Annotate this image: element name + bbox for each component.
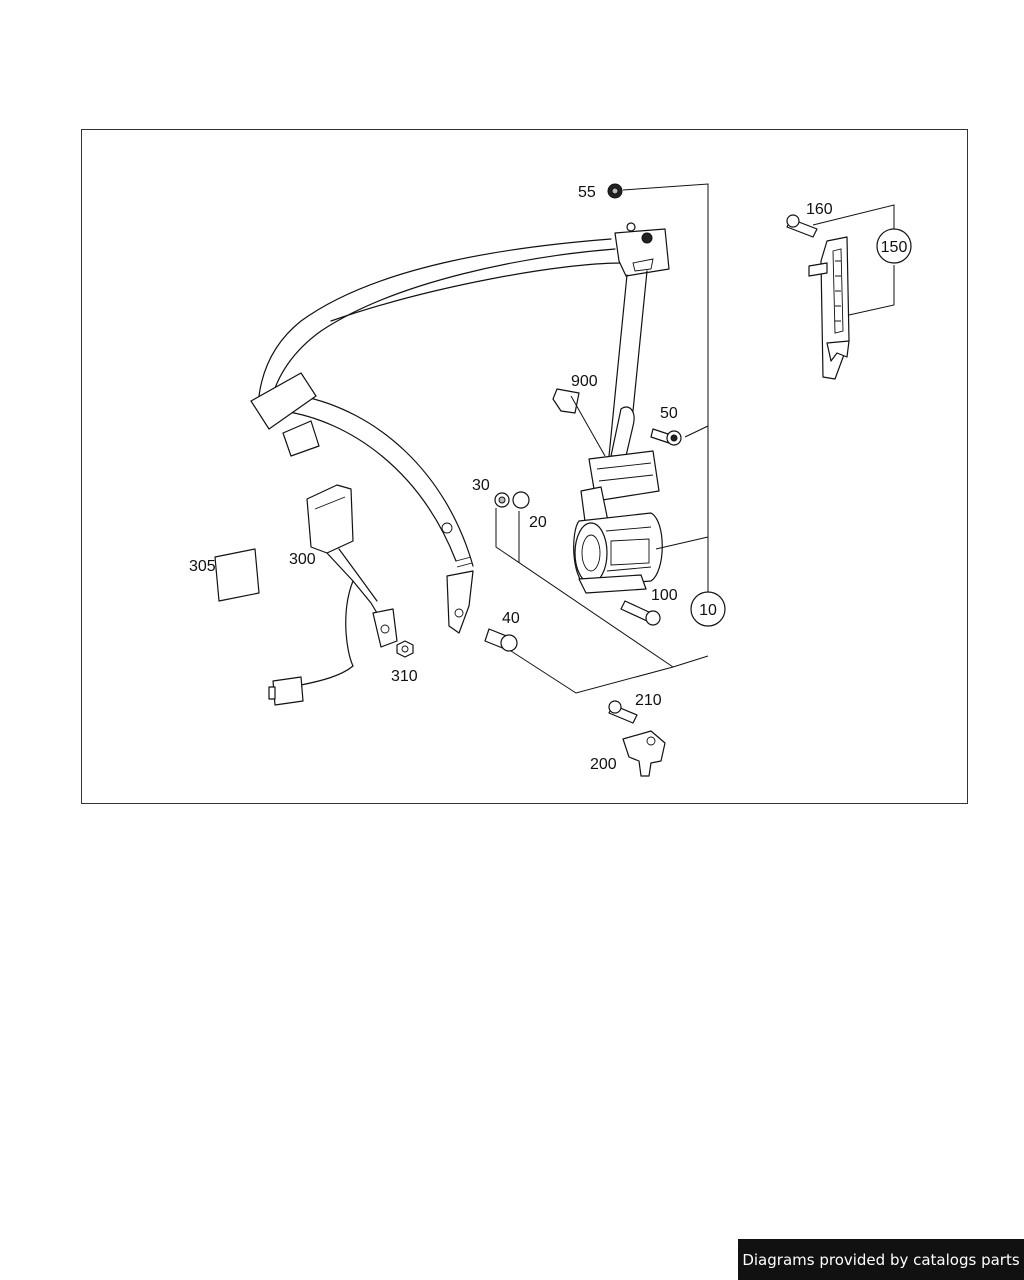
- credit-text: Diagrams provided by catalogs parts: [742, 1250, 1020, 1269]
- belt-webbing-icon: [250, 238, 622, 634]
- callout-10-number: 10: [699, 602, 717, 619]
- upper-anchor-icon: [608, 222, 670, 457]
- part-number-900: 900: [571, 373, 598, 390]
- part-number-210: 210: [635, 692, 662, 709]
- part-number-100: 100: [651, 587, 678, 604]
- callout-10: 10: [690, 591, 726, 627]
- part-number-310: 310: [391, 668, 418, 685]
- leader-lines: [495, 183, 895, 694]
- callout-150-number: 150: [881, 239, 908, 256]
- part-number-160: 160: [806, 201, 833, 218]
- hardware-shapes: [214, 183, 818, 777]
- part-number-20: 20: [529, 514, 547, 531]
- retractor-assembly-icon: [573, 406, 663, 594]
- part-number-50: 50: [660, 405, 678, 422]
- part-number-55: 55: [578, 184, 596, 201]
- height-adjuster-icon: [808, 236, 850, 380]
- buckle-icon: [268, 484, 398, 706]
- part-number-305: 305: [189, 558, 216, 575]
- part-labels: 55 160 900 50 30 20 300 305 100 40 310 2…: [189, 184, 833, 773]
- part-number-30: 30: [472, 477, 490, 494]
- credit-badge: Diagrams provided by catalogs parts: [738, 1239, 1024, 1280]
- callout-150: 150: [876, 228, 912, 264]
- part-number-300: 300: [289, 551, 316, 568]
- part-number-200: 200: [590, 756, 617, 773]
- seat-belt-diagram: 150 10 55 160 900 50 30 20 300 305 100 4…: [189, 183, 912, 777]
- part-number-40: 40: [502, 610, 520, 627]
- diagram-frame: 150 10 55 160 900 50 30 20 300 305 100 4…: [81, 129, 968, 804]
